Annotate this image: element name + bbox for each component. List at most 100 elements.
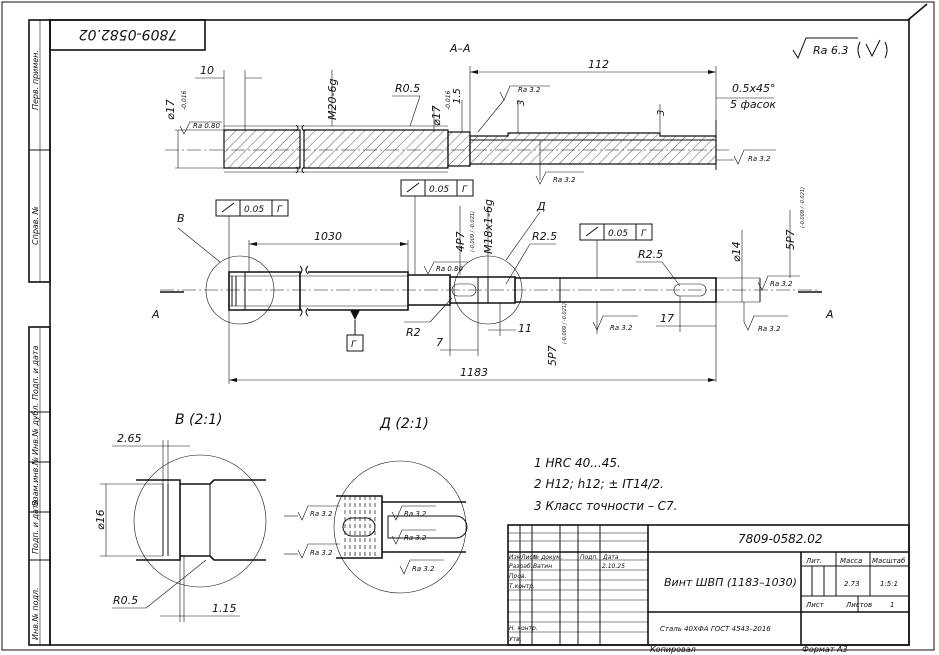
strip-label-podp-data-2: Подп. и дата (31, 499, 40, 554)
note-1: 1 HRC 40...45. (534, 456, 621, 470)
tb-person-razrab: Ватин (533, 563, 552, 570)
roughness-main-right: Ra 3.2 (770, 280, 793, 288)
roughness-detail-d-3: Ra 3.2 (404, 510, 427, 518)
tb-col-doc: № докум. (532, 554, 563, 561)
tb-role-nkontr: Н. контр. (509, 625, 538, 632)
dim-m20: M20-6g (326, 79, 339, 120)
tolerance-3-datum: Г (641, 229, 647, 239)
dim-17: 17 (660, 312, 674, 325)
tb-role-utv: Утв. (509, 636, 522, 643)
tolerance-3-value: 0.05 (608, 229, 628, 239)
note-3: 3 Класс точности – С7. (534, 499, 677, 513)
tolerance-1-value: 0.05 (244, 205, 264, 215)
roughness-section-top: Ra 3.2 (518, 86, 541, 94)
dim-d17-left: ⌀17 (164, 99, 177, 120)
roughness-section-bottom: Ra 3.2 (553, 176, 576, 184)
roughness-detail-d-2: Ra 3.2 (310, 549, 333, 557)
tb-col-izm: Изм (509, 554, 522, 561)
technical-notes: 1 HRC 40...45. 2 H12; h12; ± IT14/2. 3 К… (534, 456, 677, 513)
strip-label-perv-primen: Перв. примен. (31, 50, 40, 110)
roughness-detail-d-5: Ra 3.2 (412, 565, 435, 573)
main-view: A A В Д (151, 179, 834, 384)
note-2: 2 H12; h12; ± IT14/2. (534, 477, 664, 491)
dim-5p7-bottom: 5P7 (546, 345, 559, 366)
roughness-detail-d-1: Ra 3.2 (310, 510, 333, 518)
roughness-main-bottom-2: Ra 3.2 (758, 325, 781, 333)
detail-label-d: Д (536, 200, 546, 213)
datum-label: Г (351, 340, 357, 350)
dim-2-65: 2.65 (117, 432, 142, 445)
tb-role-tkontr: Т.контр. (509, 583, 535, 590)
tb-copied: Копировал (650, 645, 696, 654)
dim-r05: R0.5 (395, 82, 420, 95)
dim-d17-right-tol: -0.016 (445, 90, 452, 110)
general-roughness-value: Ra 6.3 (813, 44, 848, 57)
dim-5p7-top: 5P7 (784, 229, 797, 250)
section-title: A–A (449, 42, 471, 55)
roughness-thread-end: Ra 0.80 (436, 265, 464, 273)
detail-label-b: В (177, 212, 185, 225)
roughness-section-right: Ra 3.2 (748, 155, 771, 163)
detail-b-title: В (2:1) (175, 412, 223, 428)
section-marker-left: A (151, 308, 160, 321)
tb-mass-value: 2.73 (844, 580, 860, 588)
tb-lit-label: Лит. (805, 557, 822, 565)
dim-d17-right: ⌀17 (430, 105, 443, 126)
roughness-left-section: Ra 0.80 (193, 122, 221, 130)
tb-col-list: Лист (520, 554, 537, 561)
dim-112: 112 (588, 58, 609, 71)
strip-label-inv-podl: Инв.№ подл. (31, 587, 40, 640)
dim-11: 11 (518, 322, 532, 335)
dim-r05-detail: R0.5 (113, 594, 138, 607)
tb-name: Винт ШВП (1183–1030) (664, 576, 797, 589)
dim-4p7: 4P7 (454, 231, 467, 252)
dim-d14: ⌀14 (730, 241, 743, 262)
strip-label-sprav-no: Справ. № (31, 206, 40, 245)
section-marker-right: A (825, 308, 834, 321)
dim-d17-left-tol: -0.016 (181, 90, 188, 110)
tb-material: Сталь 40ХФА ГОСТ 4543–2016 (660, 625, 771, 633)
strip-label-podp-data-1: Подп. и дата (31, 345, 40, 400)
dim-5p7-bottom-tol: (-0.009 / -0.021) (562, 303, 568, 344)
detail-b: ⌀16 2.65 1.15 R0.5 (94, 432, 267, 622)
tolerance-2-datum: Г (462, 185, 468, 195)
roughness-main-bottom-1: Ra 3.2 (610, 324, 633, 332)
tb-sheets-label: Листов (845, 601, 872, 609)
tb-col-podp: Подп. (580, 554, 598, 561)
dim-r25-left: R2.5 (532, 230, 557, 243)
dim-3-left: 3 (516, 100, 527, 106)
dim-m18: M18x1-6g (482, 199, 495, 254)
strip-label-vzam-inv: Взам.инв.№ (31, 457, 40, 506)
dim-r25-right: R2.5 (638, 248, 663, 261)
dim-5p7-top-tol: (-0.009 / -0.021) (800, 187, 806, 228)
tb-date-razrab: 2.10.25 (602, 563, 625, 570)
tb-role-razrab: Разраб. (509, 563, 533, 570)
tolerance-2-value: 0.05 (429, 185, 449, 195)
dim-10: 10 (200, 64, 214, 77)
dim-4p7-tol: (-0.009 / -0.021) (470, 211, 476, 252)
tb-scale-label: Масштаб (872, 557, 906, 565)
tb-role-prov: Пров. (509, 573, 527, 580)
rotated-drawing-number: 7809-0582.02 (79, 26, 178, 42)
section-view: 10 112 ⌀17 -0.016 Ra 0.80 M20-6g R0.5 ⌀1… (164, 58, 776, 185)
tb-scale-value: 1:5:1 (880, 580, 898, 588)
title-block: Изм Лист № докум. Подп. Дата Разраб. Ват… (507, 524, 910, 646)
dim-1-15: 1.15 (212, 602, 237, 615)
general-roughness: Ra 6.3 (792, 37, 888, 60)
tb-mass-label: Масса (840, 557, 862, 565)
dim-1183: 1183 (460, 366, 488, 379)
tb-sheet-label: Лист (805, 601, 825, 609)
dim-1-5: 1.5 (452, 88, 463, 104)
strip-label-inv-dubl: Инв.№ дубл. (31, 403, 40, 455)
dim-chamfer-count: 5 фасок (730, 98, 776, 111)
dim-d16: ⌀16 (94, 509, 107, 530)
detail-d: Ra 3.2 Ra 3.2 Ra 3.2 Ra 3.2 Ra 3.2 (284, 460, 468, 594)
rotated-number-box: 7809-0582.02 (49, 19, 206, 51)
dim-3-right: 3 (656, 110, 667, 116)
tb-format: Формат A3 (802, 645, 848, 654)
tb-designation: 7809-0582.02 (738, 532, 823, 546)
roughness-detail-d-4: Ra 3.2 (404, 534, 427, 542)
dim-chamfer: 0.5x45° (732, 82, 776, 95)
side-strip: Перв. примен. Справ. № Подп. и дата Инв.… (28, 19, 51, 646)
